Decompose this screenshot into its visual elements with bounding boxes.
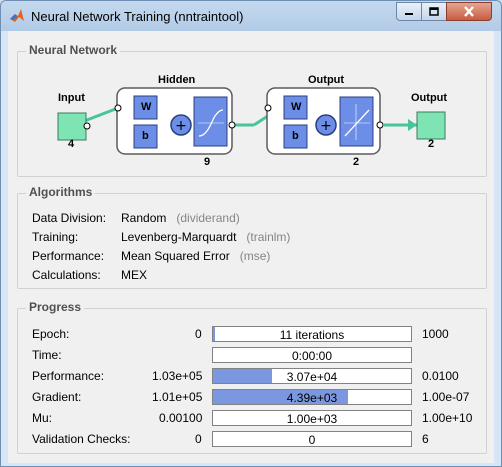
- output-sum-symbol: +: [320, 118, 332, 134]
- progress-bar-gradient: 4.39e+03: [212, 389, 412, 405]
- progress-label-gradient: Gradient:: [32, 390, 82, 404]
- arrow-right-icon: [408, 119, 417, 131]
- hidden-weight-block: [133, 95, 158, 120]
- progress-label-time: Time:: [32, 348, 62, 362]
- output-layer-label: Output: [308, 74, 345, 86]
- close-icon: [464, 6, 474, 17]
- output-label: Output: [411, 92, 448, 104]
- progress-end-epoch: 1000: [422, 327, 449, 341]
- progress-start-performance: 1.03e+05: [152, 369, 203, 383]
- progress-start-epoch: 0: [195, 327, 202, 341]
- progress-label-performance: Performance:: [32, 369, 105, 383]
- algorithm-function: (trainlm): [246, 230, 291, 244]
- progress-title: Progress: [26, 300, 85, 314]
- hidden-size: 9: [204, 156, 211, 168]
- hidden-bias-label: b: [142, 130, 149, 142]
- progress-bar-fill: [213, 327, 216, 341]
- hidden-bias-block: [133, 124, 158, 149]
- progress-label-mu: Mu:: [32, 411, 53, 425]
- algorithm-name: Mean Squared Error: [121, 249, 230, 263]
- algorithm-value-training: Levenberg-Marquardt (trainlm): [121, 230, 290, 244]
- progress-start-mu: 0.00100: [159, 411, 203, 425]
- algorithms-group: Algorithms Data Division: Random (divide…: [17, 185, 487, 289]
- progress-end-performance: 0.0100: [422, 369, 459, 383]
- output-transfer-block: [339, 96, 374, 147]
- window-title: Neural Network Training (nntraintool): [31, 9, 244, 24]
- progress-bar-mu: 1.00e+03: [212, 410, 412, 426]
- title-bar[interactable]: Neural Network Training (nntraintool): [1, 1, 501, 31]
- algorithm-label-performance: Performance:: [32, 249, 105, 263]
- output-input-connector: [264, 104, 272, 112]
- algorithm-value-calculations: MEX: [121, 268, 148, 282]
- progress-bar-text: 4.39e+03: [286, 391, 338, 405]
- progress-bar-text: 11 iterations: [279, 328, 345, 342]
- algorithm-label-data-division: Data Division:: [32, 211, 107, 225]
- tansig-icon: [198, 109, 224, 137]
- progress-bar-fill: [213, 390, 348, 404]
- output-bias-label: b: [292, 130, 299, 142]
- progress-label-epoch: Epoch:: [32, 327, 70, 341]
- output-size: 2: [428, 138, 435, 150]
- progress-bar-text: 0: [308, 433, 316, 447]
- minimize-button[interactable]: [396, 2, 422, 21]
- algorithm-label-calculations: Calculations:: [32, 268, 101, 282]
- algorithm-function: (mse): [239, 249, 271, 263]
- minimize-icon: [405, 12, 413, 15]
- progress-bar-time: 0:00:00: [212, 347, 412, 363]
- output-bias-block: [283, 124, 308, 149]
- matlab-logo-icon: [10, 9, 24, 22]
- algorithm-value-performance: Mean Squared Error (mse): [121, 249, 270, 263]
- output-node: [416, 111, 446, 140]
- progress-end-gradient: 1.00e-07: [422, 390, 470, 404]
- maximize-button[interactable]: [421, 2, 447, 21]
- progress-label-validation-checks: Validation Checks:: [32, 432, 131, 446]
- algorithms-title: Algorithms: [26, 185, 96, 199]
- progress-bar-text: 0:00:00: [291, 349, 333, 363]
- network-diagram: + +: [57, 87, 446, 155]
- progress-end-validation-checks: 6: [422, 432, 429, 446]
- input-connector: [83, 122, 91, 130]
- progress-start-validation-checks: 0: [195, 432, 202, 446]
- output-weight-label: W: [291, 101, 302, 113]
- neural-network-group: Neural Network: [17, 43, 487, 177]
- algorithm-name: Random: [121, 211, 167, 225]
- progress-bar-performance: 3.07e+04: [212, 368, 412, 384]
- hidden-sum-symbol: +: [175, 118, 187, 134]
- input-size: 4: [68, 138, 75, 150]
- output-layer-connector: [376, 121, 384, 129]
- progress-bar-fill: [213, 369, 273, 383]
- hidden-weight-label: W: [141, 101, 152, 113]
- neural-network-title: Neural Network: [26, 43, 121, 57]
- hidden-transfer-block: [193, 96, 228, 147]
- hidden-label: Hidden: [158, 74, 196, 86]
- progress-bar-validation-checks: 0: [212, 431, 412, 447]
- algorithm-value-data-division: Random (dividerand): [121, 211, 240, 225]
- algorithm-name: Levenberg-Marquardt: [121, 230, 237, 244]
- hidden-sum-node: [170, 114, 192, 136]
- progress-bar-text: 1.00e+03: [286, 412, 338, 426]
- progress-group: Progress: [17, 300, 487, 454]
- input-label: Input: [58, 92, 85, 104]
- progress-start-gradient: 1.01e+05: [152, 390, 203, 404]
- hidden-output-connector: [228, 121, 236, 129]
- output-weight-block: [283, 95, 308, 120]
- algorithm-function: (dividerand): [176, 211, 240, 225]
- maximize-icon: [429, 7, 439, 16]
- algorithm-label-training: Training:: [32, 230, 79, 244]
- close-button[interactable]: [446, 2, 492, 21]
- progress-bar-text: 3.07e+04: [286, 370, 338, 384]
- hidden-input-connector: [114, 104, 122, 112]
- input-node: [57, 112, 87, 141]
- output-sum-node: [315, 114, 337, 136]
- progress-bar-epoch: 11 iterations: [212, 326, 412, 342]
- output-layer-size: 2: [353, 156, 360, 168]
- progress-end-mu: 1.00e+10: [422, 411, 473, 425]
